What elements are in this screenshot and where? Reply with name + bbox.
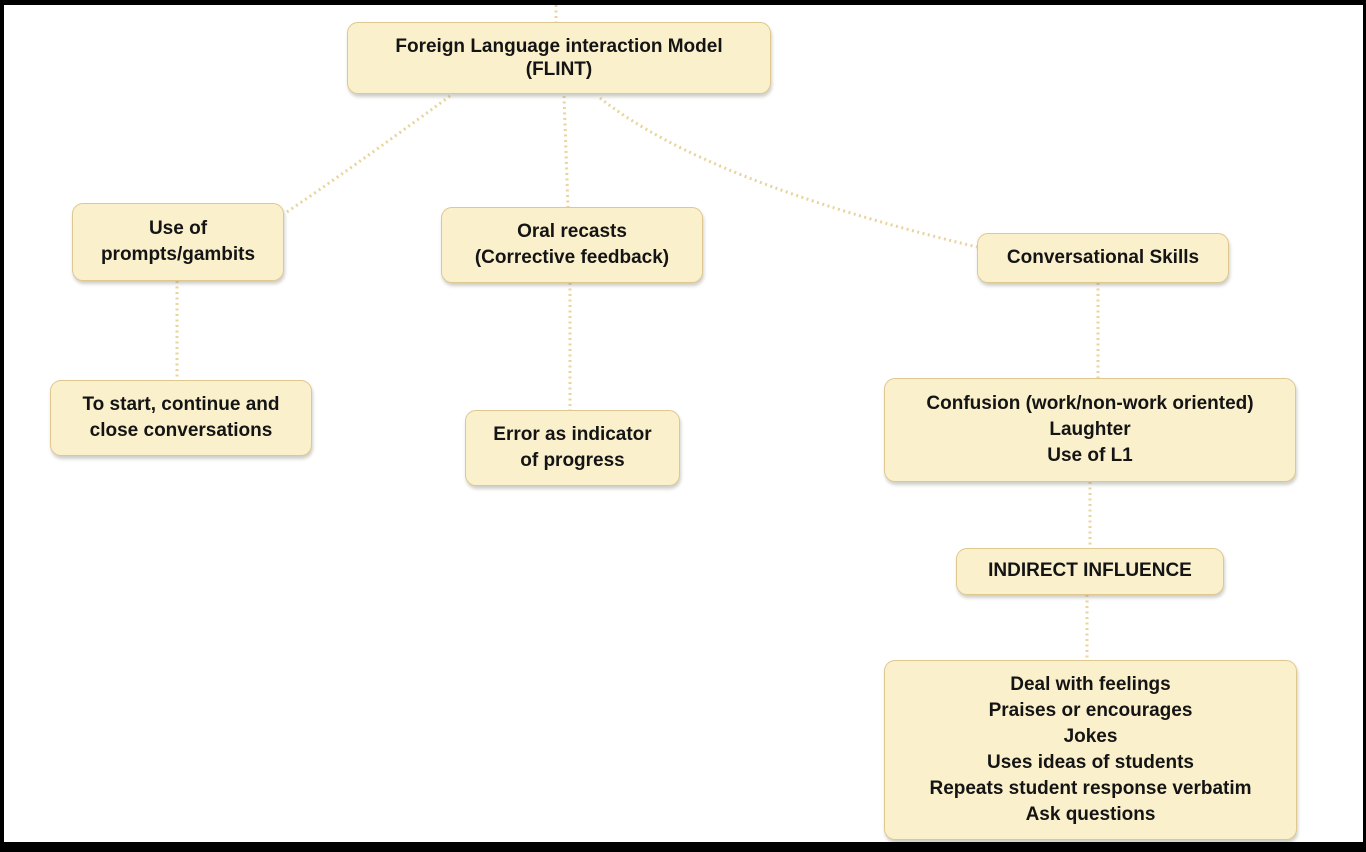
node-error-indicator: Error as indicator of progress	[465, 410, 680, 486]
node-line: close conversations	[89, 420, 273, 441]
node-line: Laughter	[1049, 418, 1131, 440]
connector-flint-prompts	[283, 94, 451, 216]
node-line: Use of	[148, 217, 208, 239]
node-indirect-influence-behaviors: Deal with feelings Praises or encourages…	[884, 660, 1297, 840]
node-line: Repeats student response verbatim	[929, 778, 1252, 800]
node-line: Foreign Language interaction Model	[395, 35, 723, 57]
frame-border-right	[1363, 0, 1366, 852]
node-start-continue-close: To start, continue and close conversatio…	[50, 380, 312, 456]
frame-border-left	[0, 0, 4, 852]
node-line: Use of L1	[1047, 445, 1133, 466]
node-line: (FLINT)	[525, 59, 593, 80]
node-line: Jokes	[1063, 725, 1118, 747]
node-line: Deal with feelings	[1010, 673, 1171, 695]
node-line: Uses ideas of students	[987, 752, 1194, 773]
connector-flint-recasts	[562, 95, 570, 208]
node-conversational-skills: Conversational Skills	[977, 233, 1229, 283]
connector-flint-conv-skills	[599, 96, 978, 249]
node-flint: Foreign Language interaction Model (FLIN…	[347, 22, 771, 94]
frame-border-top	[0, 0, 1366, 5]
node-line: (Corrective feedback)	[474, 247, 670, 268]
node-oral-recasts: Oral recasts (Corrective feedback)	[441, 207, 703, 283]
node-line: Praises or encourages	[988, 699, 1193, 721]
node-line: Error as indicator	[493, 423, 652, 445]
node-confusion-laughter-l1: Confusion (work/non-work oriented) Laugh…	[884, 378, 1296, 482]
node-line: Conversational Skills	[1006, 246, 1200, 268]
node-indirect-influence: INDIRECT INFLUENCE	[956, 548, 1224, 595]
node-line: Oral recasts	[517, 220, 627, 242]
node-line: prompts/gambits	[100, 244, 256, 265]
node-line: Ask questions	[1025, 804, 1156, 826]
frame-border-bottom	[0, 842, 1366, 852]
node-line: INDIRECT INFLUENCE	[988, 560, 1192, 582]
node-line: To start, continue and	[82, 393, 280, 415]
node-line: Confusion (work/non-work oriented)	[926, 392, 1254, 414]
node-line: of progress	[520, 450, 625, 471]
node-prompts-gambits: Use of prompts/gambits	[72, 203, 284, 281]
